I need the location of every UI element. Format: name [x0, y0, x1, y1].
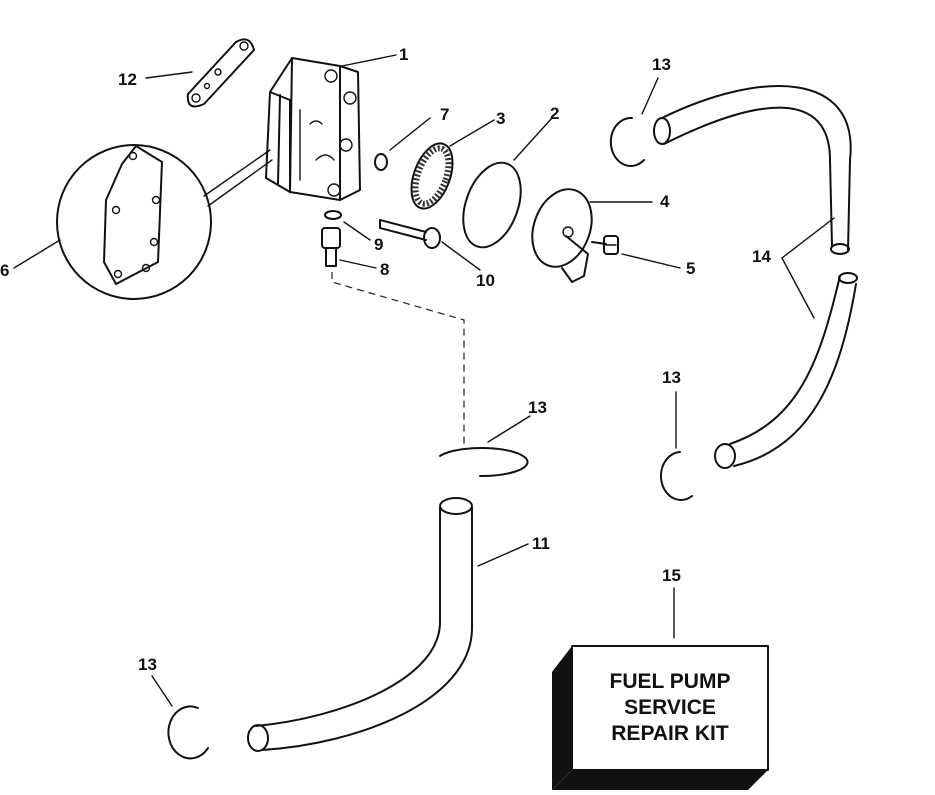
callout-5: 5 [686, 259, 695, 278]
part-2-gasket-ring [462, 161, 522, 249]
callout-13-center: 13 [528, 398, 547, 417]
kit-box-label: FUEL PUMP SERVICE REPAIR KIT [610, 670, 731, 745]
callout-4: 4 [660, 192, 670, 211]
callout-10: 10 [476, 271, 495, 290]
part-14-upper-hose [653, 85, 852, 255]
part-11-hose [247, 497, 473, 752]
part-5-screw [591, 235, 619, 255]
part-13-clip-bottom-left [167, 705, 209, 760]
kit-line-2: SERVICE [624, 696, 716, 719]
part-14-lower-hose [714, 272, 858, 469]
part-13-clip-center [439, 447, 529, 478]
callout-8: 8 [380, 260, 389, 279]
part-4-cover [531, 188, 593, 283]
part-15-kit-box [552, 645, 769, 790]
kit-line-3: REPAIR KIT [611, 722, 729, 745]
callout-11: 11 [532, 534, 550, 553]
callout-1: 1 [399, 45, 408, 64]
part-13-clip-top-right [609, 116, 645, 167]
part-3-screen-filter [410, 142, 454, 210]
part-9-washer [324, 210, 342, 220]
part-1-pump-body [265, 57, 361, 201]
callout-13-top-right: 13 [652, 55, 671, 74]
part-12-plate [186, 38, 255, 108]
part-7-o-ring [374, 153, 388, 171]
part-13-clip-mid-right [659, 451, 693, 501]
callout-15: 15 [662, 566, 681, 585]
part-8-fitting [321, 227, 341, 267]
callout-13-mid-right: 13 [662, 368, 681, 387]
callout-13-bottom-left: 13 [138, 655, 157, 674]
callout-7: 7 [440, 105, 449, 124]
callout-6: 6 [0, 261, 9, 280]
callout-12: 12 [118, 70, 137, 89]
leader-lines [13, 54, 835, 707]
callout-9: 9 [374, 235, 383, 254]
kit-line-1: FUEL PUMP [610, 670, 731, 693]
part-10-bolt [379, 219, 441, 249]
callout-2: 2 [550, 104, 559, 123]
callout-3: 3 [496, 109, 505, 128]
callout-14: 14 [752, 247, 771, 266]
part-6-gasket-detail [56, 144, 273, 300]
assembly-leader-dashed [331, 272, 465, 448]
callout-numbers: 1 2 3 4 5 6 7 8 9 10 11 12 13 13 13 13 1… [0, 45, 771, 674]
